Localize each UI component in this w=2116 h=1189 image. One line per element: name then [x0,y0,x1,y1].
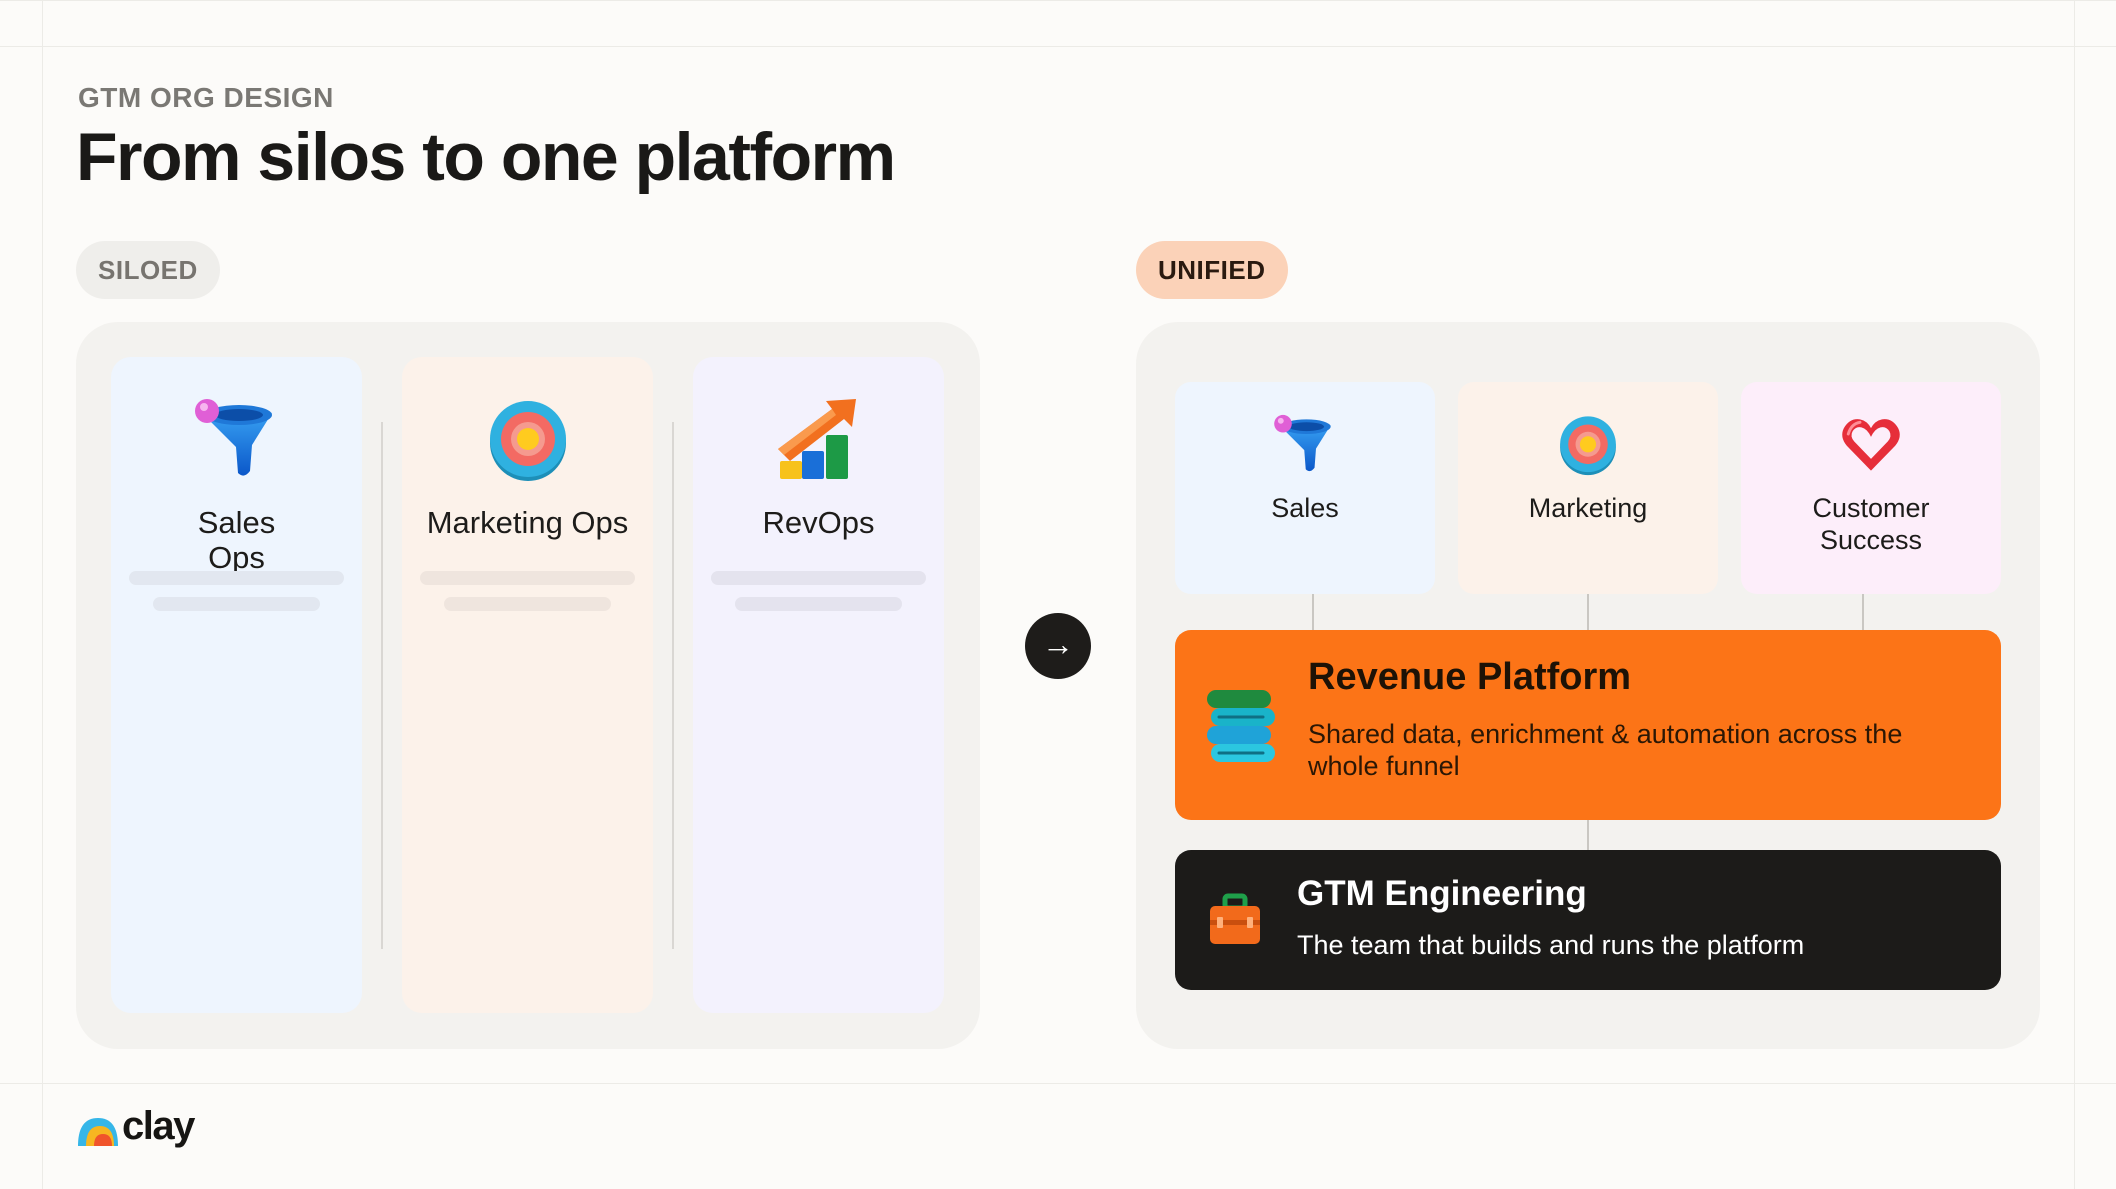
connector-line [1312,594,1314,630]
silo-label: Sales Ops [197,505,276,575]
team-card-marketing: Marketing [1458,382,1718,594]
engineering-description: The team that builds and runs the platfo… [1297,930,1805,960]
placeholder-bar [420,571,635,585]
silo-column-revops: RevOps [693,357,944,1013]
placeholder-bar [711,571,926,585]
target-icon [1560,416,1616,476]
team-card-customer-success: Customer Success [1741,382,2001,594]
eyebrow-label: GTM ORG DESIGN [78,82,334,113]
funnel-icon [1274,414,1331,472]
connector-line [1587,594,1589,630]
connector-line [1587,820,1589,850]
gtm-engineering-card: GTM Engineering The team that builds and… [1175,850,2001,990]
toolbox-icon [1210,893,1260,944]
stacked-layers-icon [1207,690,1275,762]
frame-guide-header [0,46,2116,47]
logo-text: clay [122,1104,195,1148]
placeholder-bar [129,571,344,585]
clay-logo-icon [78,1118,118,1146]
platform-description: Shared data, enrichment & automation acr… [1308,719,1903,781]
team-label: Customer Success [1812,493,1930,555]
funnel-icon [194,399,272,476]
right-arrow-icon: → [1025,613,1091,679]
siloed-badge: SILOED [76,241,220,299]
silo-column-sales-ops: Sales Ops [111,357,362,1013]
revenue-platform-card: Revenue Platform Shared data, enrichment… [1175,630,2001,820]
silo-column-marketing-ops: Marketing Ops [402,357,653,1013]
connector-line [1862,594,1864,630]
placeholder-bar [444,597,611,611]
silo-label: Marketing Ops [426,505,629,540]
target-icon [489,401,566,481]
frame-guide-footer [0,1083,2116,1084]
frame-guide-left [42,0,43,1189]
platform-title: Revenue Platform [1308,656,1632,698]
placeholder-bar [735,597,902,611]
heart-icon [1842,419,1900,471]
growth-chart-icon [777,399,856,479]
team-label: Sales [1271,493,1339,523]
team-card-sales: Sales [1175,382,1435,594]
silo-label: RevOps [762,505,875,540]
unified-badge: UNIFIED [1136,241,1288,299]
engineering-title: GTM Engineering [1297,874,1587,913]
frame-guide-top [0,0,2116,1]
page-title: From silos to one platform [76,119,896,195]
placeholder-bar [153,597,320,611]
silo-divider [672,422,674,949]
frame-guide-right [2074,0,2075,1189]
team-label: Marketing [1528,493,1648,523]
silo-divider [381,422,383,949]
